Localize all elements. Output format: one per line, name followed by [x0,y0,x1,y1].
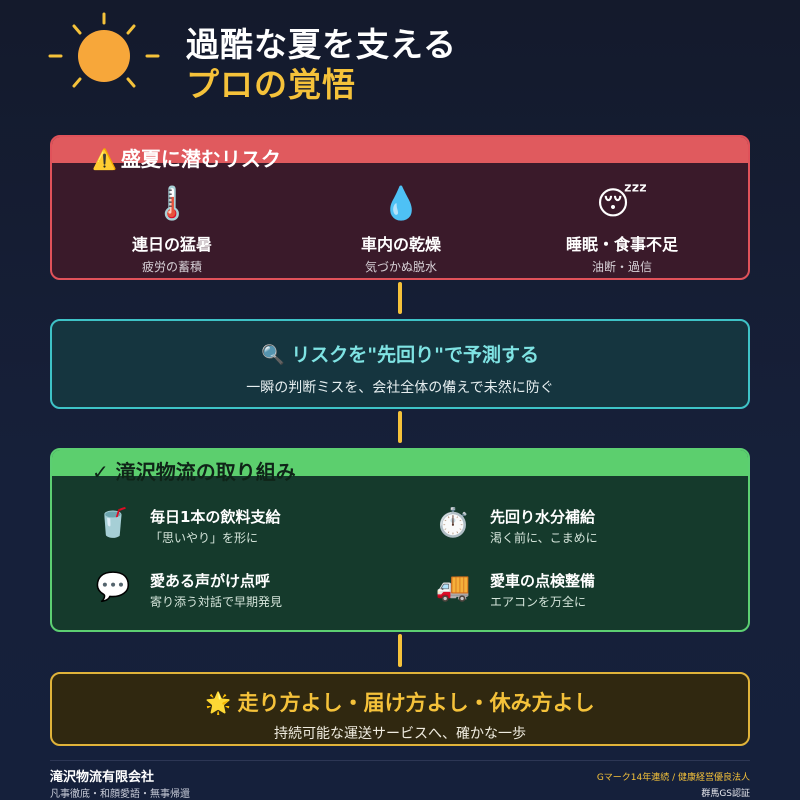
company-motto: 凡事徹底・和顔愛語・無事帰還 [50,789,190,800]
predict-card: 🔍 リスクを"先回り"で予測する 一瞬の判断ミスを、会社全体の備えで未然に防ぐ [50,319,750,409]
risk-item-dryness: 💧 車内の乾燥 気づかぬ脱水 [291,183,511,275]
risk-card-heading: ⚠️盛夏に潜むリスク [92,143,281,172]
thermometer-icon: 🌡️ [152,184,192,222]
effort-item-sub: 寄り添う対話で早期発見 [150,595,283,609]
effort-item-drink: 🥤 毎日1本の飲料支給 「思いやり」を形に [92,502,412,552]
predict-heading: 🔍 リスクを"先回り"で予測する [52,340,748,367]
effort-item-title: 先回り水分補給 [490,508,596,526]
certification-line-1: Gマーク14年連続 / 健康経営優良法人 [596,773,750,783]
risk-item-sub: 疲労の蓄積 [141,260,202,274]
stopwatch-icon: ⏱️ [435,506,471,539]
risk-item-title: 睡眠・食事不足 [565,235,678,254]
risk-heading-text: 盛夏に潜むリスク [120,147,281,171]
magnifier-icon: 🔍 [260,344,285,366]
risk-item-heat: 🌡️ 連日の猛暑 疲労の蓄積 [62,183,282,275]
star-icon: 🌟 [205,691,232,715]
risk-card-header-bar [52,137,748,163]
warning-icon: ⚠️ [92,147,117,171]
truck-icon: 🚚 [435,570,471,603]
slogan-subtext: 持続可能な運送サービスへ、確かな一歩 [274,726,526,742]
risk-item-sub: 油断・過信 [591,260,652,274]
title-line-2: プロの覚悟 [186,65,356,104]
connector-line [398,634,402,667]
effort-item-sub: エアコンを万全に [490,595,587,609]
risk-card: ⚠️盛夏に潜むリスク 🌡️ 連日の猛暑 疲労の蓄積 💧 車内の乾燥 気づかぬ脱水… [50,135,750,280]
footer-divider [50,760,750,761]
slogan-card: 🌟走り方よし・届け方よし・休み方よし 持続可能な運送サービスへ、確かな一歩 [50,672,750,746]
connector-line [398,411,402,443]
speech-bubble-icon: 💬 [95,570,131,603]
risk-item-sub: 気づかぬ脱水 [364,260,437,274]
sleepy-face-icon: 😴 [596,184,648,222]
predict-heading-text: リスクを"先回り"で予測する [291,344,540,366]
connector-line [398,282,402,314]
slogan-heading: 🌟走り方よし・届け方よし・休み方よし [52,687,748,717]
effort-item-sub: 「思いやり」を形に [150,531,259,545]
risk-item-title: 車内の乾燥 [360,235,441,254]
effort-item-sub: 渇く前に、こまめに [490,531,598,545]
risk-item-sleep: 😴 睡眠・食事不足 油断・過信 [512,183,732,275]
effort-item-title: 愛ある声がけ点呼 [150,572,271,590]
drink-cup-icon: 🥤 [95,506,131,539]
effort-item-maintenance: 🚚 愛車の点検整備 エアコンを万全に [432,566,748,616]
title-line-1: 過酷な夏を支える [186,25,458,64]
sun-icon [48,12,160,88]
effort-item-hydration: ⏱️ 先回り水分補給 渇く前に、こまめに [432,502,748,552]
efforts-heading: ✓ 滝沢物流の取り組み [92,460,296,484]
risk-item-title: 連日の猛暑 [131,235,212,254]
certification-line-2: 群馬GS認証 [701,789,750,799]
effort-item-title: 毎日1本の飲料支給 [150,508,281,526]
water-drop-icon: 💧 [381,184,421,222]
slogan-heading-text: 走り方よし・届け方よし・休み方よし [237,691,595,715]
effort-item-title: 愛車の点検整備 [490,572,596,590]
company-name: 滝沢物流有限会社 [50,770,155,785]
efforts-card-header-bar [52,450,748,476]
efforts-card: ✓ 滝沢物流の取り組み 🥤 毎日1本の飲料支給 「思いやり」を形に ⏱️ 先回り… [50,448,750,632]
predict-subtext: 一瞬の判断ミスを、会社全体の備えで未然に防ぐ [246,380,554,396]
effort-item-rollcall: 💬 愛ある声がけ点呼 寄り添う対話で早期発見 [92,566,412,616]
